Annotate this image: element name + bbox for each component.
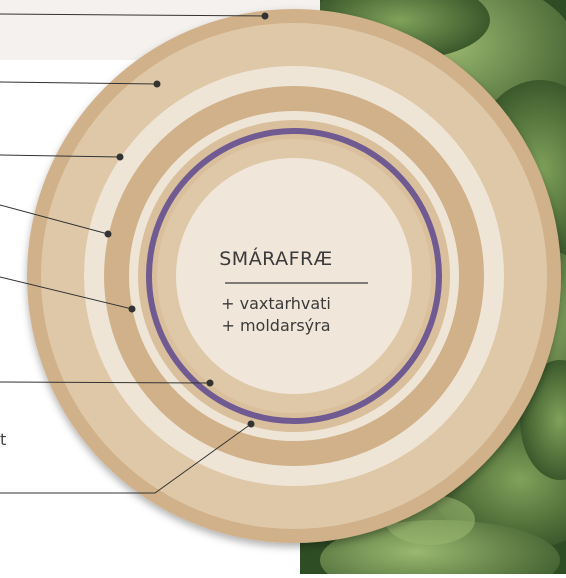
center-line-growth-promoter: + vaxtarhvati [186, 294, 366, 313]
callout-dot [262, 13, 269, 20]
callout-dot [105, 231, 112, 238]
clipped-edge-text: t [0, 430, 12, 449]
center-line-humic-acid: + moldarsýra [186, 316, 366, 335]
callout-dot [117, 154, 124, 161]
center-title: SMÁRAFRÆ [176, 248, 376, 270]
callout-dot [248, 421, 255, 428]
callout-dot [129, 306, 136, 313]
seed-core [176, 158, 412, 394]
callout-dot [154, 81, 161, 88]
callout-dot [207, 380, 214, 387]
